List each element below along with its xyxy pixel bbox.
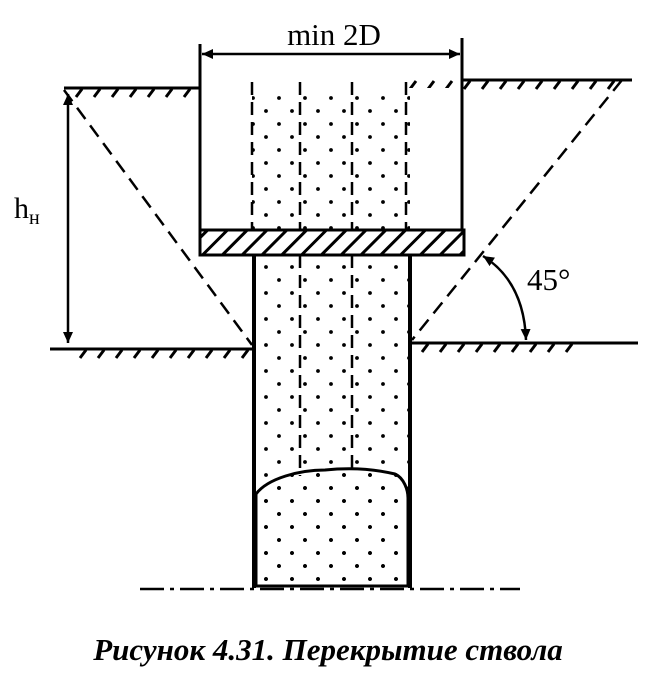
angle-dimension: 45° xyxy=(482,254,570,341)
angle-label: 45° xyxy=(527,262,570,297)
top-ground-surface xyxy=(64,78,632,98)
height-label-main: h xyxy=(14,192,29,225)
fill-mound xyxy=(254,467,410,588)
lower-ground-surface xyxy=(50,341,638,359)
width-dimension: min 2D xyxy=(202,17,460,59)
height-label-sub: н xyxy=(29,207,40,229)
upper-pit xyxy=(198,38,464,230)
width-label: min 2D xyxy=(287,17,381,52)
height-label: hн xyxy=(14,192,40,229)
height-dimension: hн xyxy=(14,94,73,343)
slope-lines xyxy=(62,79,623,346)
figure-caption: Рисунок 4.31. Перекрытие ствола xyxy=(93,632,563,667)
cover-slab xyxy=(198,228,466,257)
